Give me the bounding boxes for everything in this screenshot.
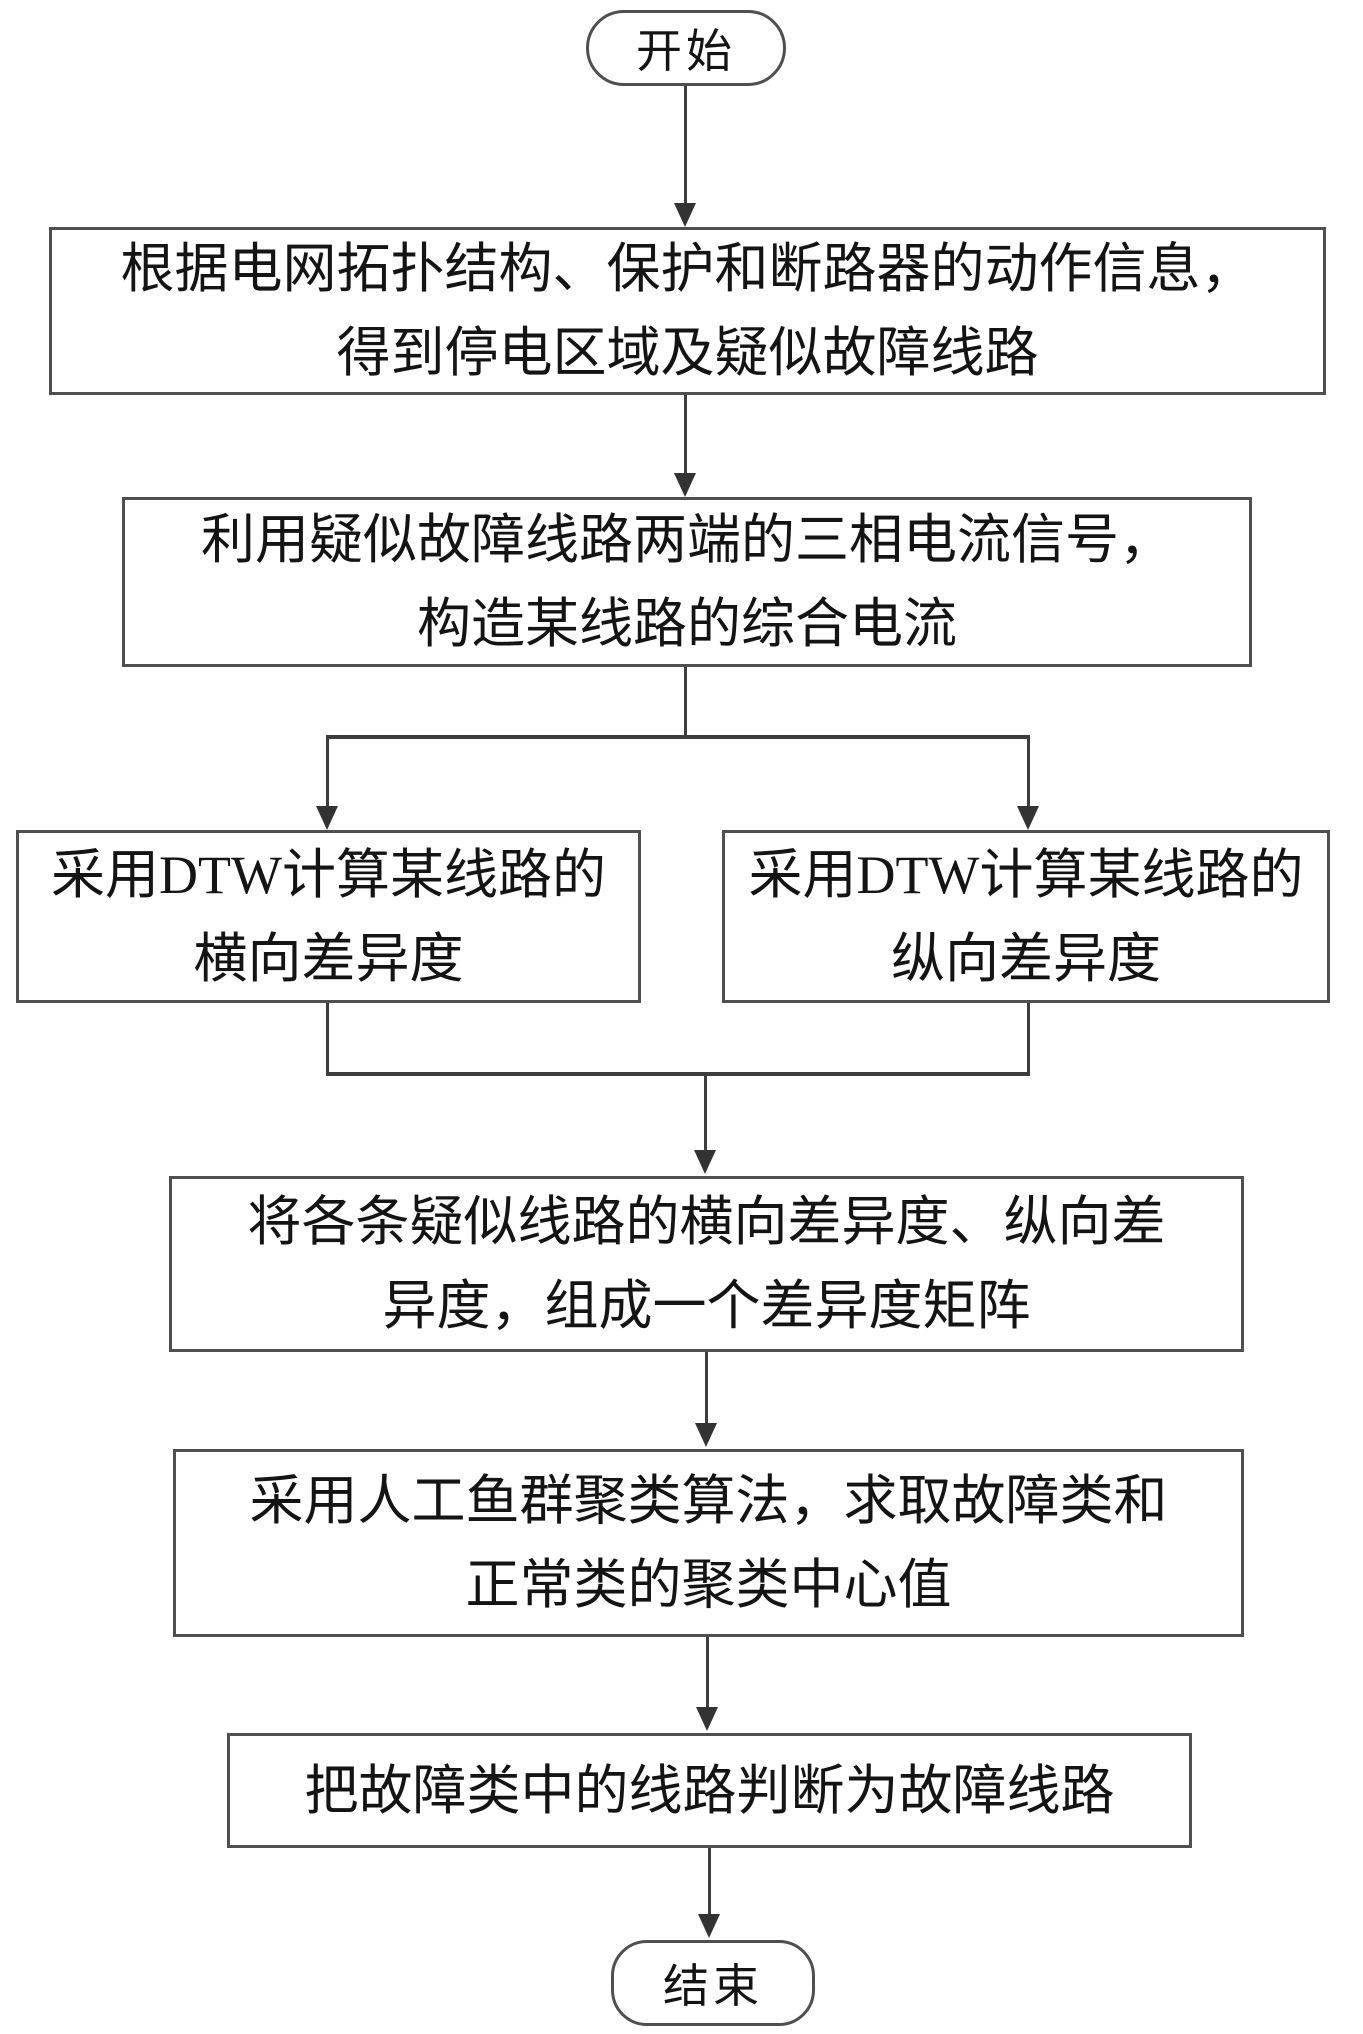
arrowhead-icon — [696, 1707, 718, 1731]
arrowhead-icon — [316, 806, 338, 830]
node-text-line: 采用人工鱼群聚类算法，求取故障类和 — [249, 1471, 1168, 1531]
node-text-line: 利用疑似故障线路两端的三相电流信号， — [201, 510, 1173, 570]
arrowhead-icon — [1017, 806, 1039, 830]
end-terminal: 结束 — [611, 1940, 815, 2026]
flow-line-step1-step2 — [684, 395, 687, 475]
process-dtw-horizontal: 采用DTW计算某线路的 横向差异度 — [16, 830, 641, 1003]
node-text-line: 纵向差异度 — [891, 928, 1161, 989]
flow-line-merge-right — [1027, 1003, 1030, 1074]
arrowhead-icon — [695, 1423, 717, 1447]
process-outage-area: 根据电网拓扑结构、保护和断路器的动作信息， 得到停电区域及疑似故障线路 — [49, 227, 1326, 395]
process-fault-line-judgment: 把故障类中的线路判断为故障线路 — [227, 1733, 1192, 1848]
process-dissimilarity-matrix: 将各条疑似线路的横向差异度、纵向差 异度，组成一个差异度矩阵 — [169, 1176, 1244, 1352]
end-label: 结束 — [663, 1961, 763, 2012]
flow-line-merge-horizontal — [326, 1072, 1030, 1076]
arrowhead-icon — [694, 1150, 716, 1174]
process-composite-current: 利用疑似故障线路两端的三相电流信号， 构造某线路的综合电流 — [122, 497, 1252, 667]
flow-line-step5-end — [708, 1848, 711, 1916]
process-fish-swarm-clustering: 采用人工鱼群聚类算法，求取故障类和 正常类的聚类中心值 — [173, 1449, 1244, 1637]
flow-line-split-right — [1027, 735, 1030, 808]
node-text-line: 根据电网拓扑结构、保护和断路器的动作信息， — [120, 239, 1255, 299]
flow-line-step3-step4 — [705, 1352, 708, 1425]
node-text-line: 得到停电区域及疑似故障线路 — [336, 323, 1039, 383]
flow-line-split-stem — [684, 667, 687, 737]
start-terminal: 开始 — [586, 10, 786, 86]
flow-line-start-step1 — [684, 86, 687, 206]
node-text-line: 构造某线路的综合电流 — [417, 594, 957, 654]
flow-line-step4-step5 — [706, 1637, 709, 1709]
node-text-line: 采用DTW计算某线路的 — [748, 844, 1304, 905]
arrowhead-icon — [674, 203, 696, 227]
arrowhead-icon — [698, 1914, 720, 1938]
node-text-line: 异度，组成一个差异度矩阵 — [382, 1276, 1031, 1336]
node-text-line: 横向差异度 — [193, 928, 464, 989]
node-text-line: 将各条疑似线路的横向差异度、纵向差 — [247, 1192, 1166, 1252]
arrowhead-icon — [674, 473, 696, 497]
start-label: 开始 — [636, 26, 736, 77]
process-dtw-vertical: 采用DTW计算某线路的 纵向差异度 — [722, 830, 1330, 1003]
flow-line-merge-stem — [704, 1072, 707, 1152]
flow-line-merge-left — [326, 1003, 329, 1074]
node-text-line: 采用DTW计算某线路的 — [51, 844, 606, 905]
flow-line-split-horizontal — [326, 735, 1030, 739]
flow-line-split-left — [326, 735, 329, 808]
node-text-line: 把故障类中的线路判断为故障线路 — [304, 1760, 1115, 1821]
node-text-line: 正常类的聚类中心值 — [465, 1555, 952, 1615]
